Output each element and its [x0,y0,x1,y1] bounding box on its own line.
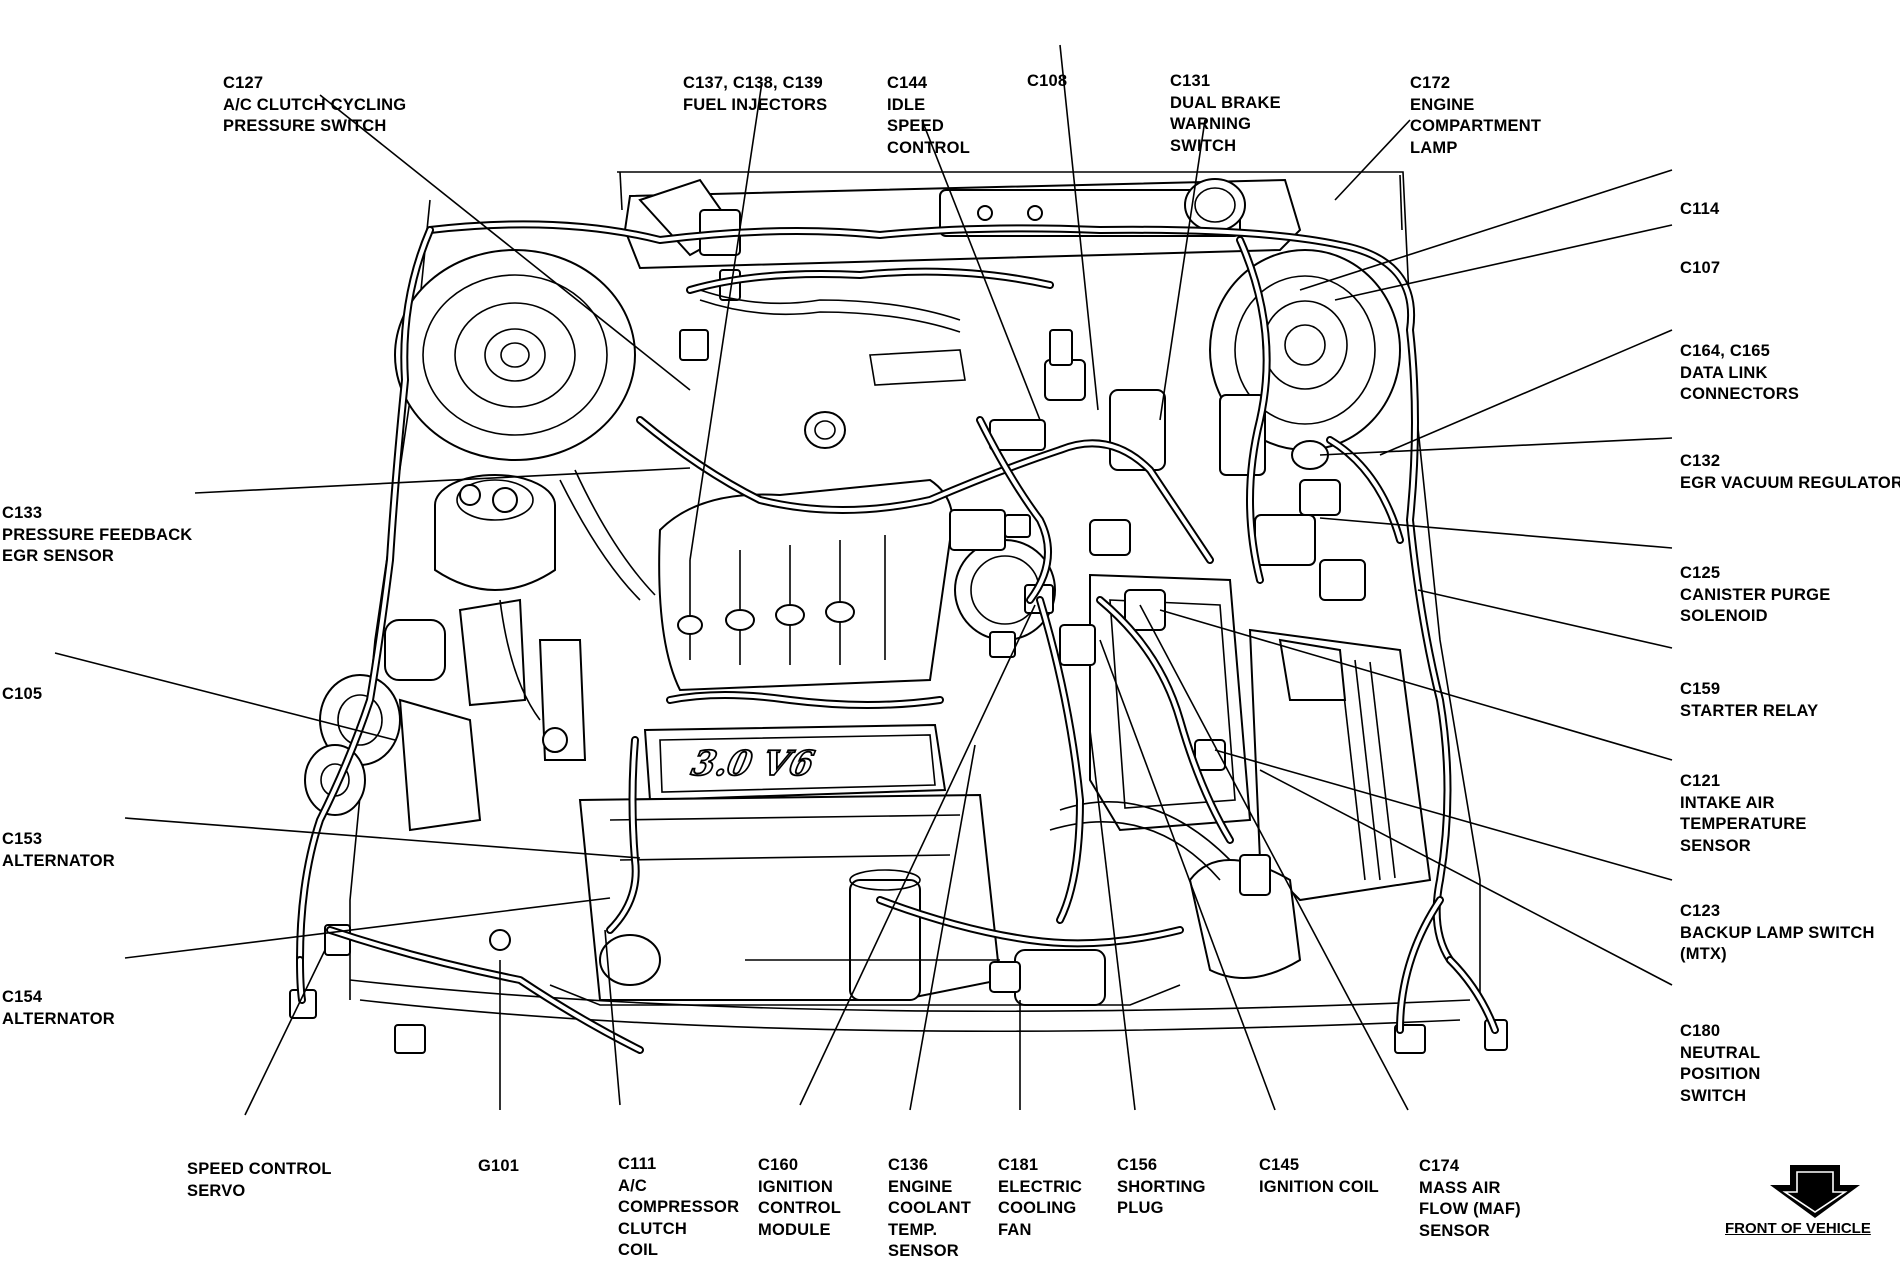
engine-bay-artwork: 3.0 V6 [289,171,1508,1054]
engine-compartment-diagram: 3.0 V6 [54,44,1860,1218]
callout-g101: G101 [478,1157,520,1175]
callout-c108: C108 [1027,72,1068,90]
callout-c105: C105 [2,685,43,703]
callout-c107: C107 [1680,259,1721,277]
callout-leader-lines [54,44,1673,1116]
front-of-vehicle-arrow-icon [1770,1165,1860,1218]
front-of-vehicle-label: FRONT OF VEHICLE [1725,1220,1871,1237]
engine-badge-3-0-v6: 3.0 V6 [688,744,817,784]
callout-c114: C114 [1680,200,1720,218]
